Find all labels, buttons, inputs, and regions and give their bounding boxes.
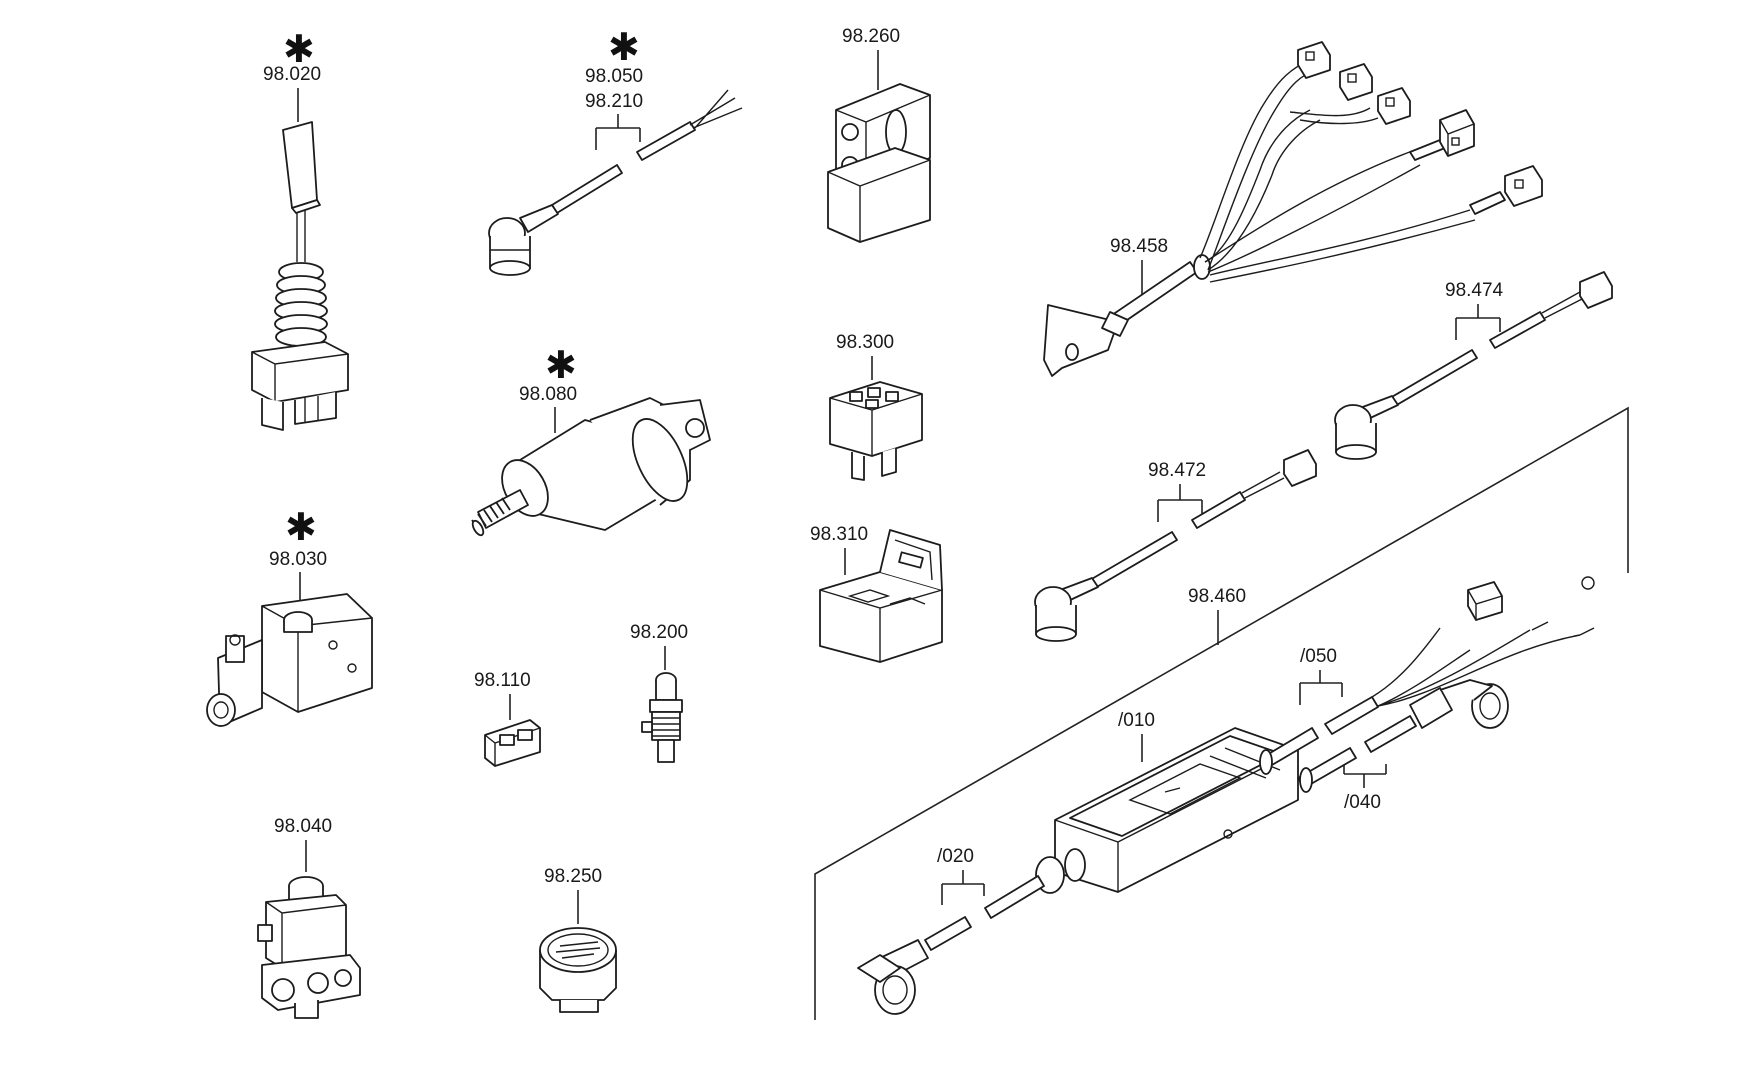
part-98080: ✱ 98.080 [471, 343, 711, 537]
part-98460-group: 98.460 /050 /010 /040 /020 [814, 406, 1629, 1020]
part-98300: 98.300 [829, 332, 923, 481]
part-98110: 98.110 [474, 670, 541, 767]
label-98200: 98.200 [630, 622, 688, 643]
label-98210: 98.210 [585, 91, 643, 112]
part-98020: ✱ 98.020 [251, 27, 349, 431]
label-s010: /010 [1118, 710, 1155, 731]
part-98260: 98.260 [827, 26, 931, 243]
part-98250: 98.250 [539, 866, 617, 1013]
label-98250: 98.250 [544, 866, 602, 887]
label-98300: 98.300 [836, 332, 894, 353]
part-98458: 98.458 [1043, 41, 1543, 377]
label-s050: /050 [1300, 646, 1337, 667]
asterisk-marker: ✱ [285, 505, 317, 549]
label-98472: 98.472 [1148, 460, 1206, 481]
part-98310: 98.310 [810, 524, 943, 663]
part-98030: ✱ 98.030 [206, 505, 373, 727]
part-98472: 98.472 [1034, 449, 1317, 642]
label-98030: 98.030 [269, 549, 327, 570]
label-98474: 98.474 [1445, 280, 1504, 301]
label-98458: 98.458 [1110, 236, 1168, 257]
label-s040: /040 [1344, 792, 1381, 813]
label-98020: 98.020 [263, 64, 321, 85]
label-98310: 98.310 [810, 524, 868, 545]
asterisk-marker: ✱ [283, 27, 315, 71]
part-98200: 98.200 [630, 622, 688, 763]
asterisk-marker: ✱ [545, 343, 577, 387]
part-98040: 98.040 [257, 816, 361, 1019]
label-98050: 98.050 [585, 66, 643, 87]
part-98474: 98.474 [1334, 271, 1613, 460]
asterisk-marker: ✱ [608, 25, 640, 69]
label-98110: 98.110 [474, 670, 531, 691]
label-98040: 98.040 [274, 816, 332, 837]
label-98260: 98.260 [842, 26, 900, 47]
label-s020: /020 [937, 846, 974, 867]
label-98080: 98.080 [519, 384, 577, 405]
part-98050-98210: ✱ 98.050 98.210 [488, 25, 743, 276]
label-98460: 98.460 [1188, 586, 1246, 607]
